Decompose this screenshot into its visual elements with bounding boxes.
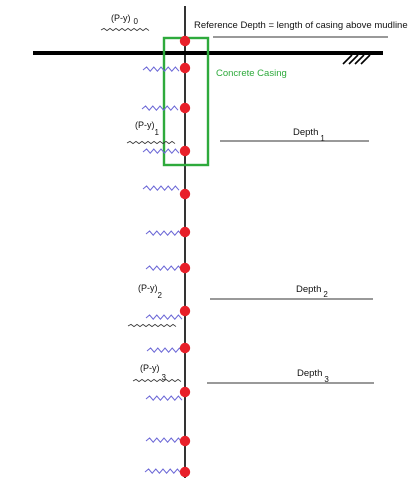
ground-hatch — [342, 54, 371, 65]
pile-node-2 — [179, 62, 191, 74]
pile-node-8 — [179, 305, 191, 317]
py-0-label: (P-y)0 — [111, 13, 139, 26]
spring-2 — [142, 66, 180, 72]
depth-1-label: Depth1 — [293, 127, 325, 143]
spring-7 — [145, 230, 183, 236]
reference-depth-label: Reference Depth = length of casing above… — [194, 20, 408, 31]
spring-3 — [141, 105, 179, 111]
springs-group — [100, 27, 184, 474]
spring-15 — [144, 468, 182, 474]
concrete-casing-label: Concrete Casing — [216, 68, 287, 79]
pile-node-6 — [179, 226, 191, 238]
pile-node-1 — [179, 35, 191, 47]
pile-node-11 — [179, 435, 191, 447]
spring-12 — [132, 378, 182, 383]
pile-node-9 — [179, 342, 191, 354]
pile-node-7 — [179, 262, 191, 274]
py-1-label: (P-y)1 — [135, 120, 160, 137]
spring-14 — [145, 437, 183, 443]
pile-node-12 — [179, 466, 191, 478]
py-2-label: (P-y)2 — [138, 283, 163, 300]
nodes-group — [179, 35, 191, 478]
spring-9 — [127, 323, 177, 328]
spring-4 — [126, 140, 176, 145]
depth-3-label: Depth3 — [297, 368, 329, 384]
spring-13 — [145, 395, 183, 401]
spring-8 — [145, 265, 183, 271]
spring-6 — [142, 185, 180, 191]
spring-5 — [142, 148, 180, 154]
pile-node-10 — [179, 386, 191, 398]
spring-1 — [100, 27, 150, 32]
pile-node-4 — [179, 145, 191, 157]
spring-11 — [146, 347, 184, 353]
py-3-label: (P-y)3 — [140, 363, 167, 382]
spring-10 — [145, 314, 183, 320]
pile-node-3 — [179, 102, 191, 114]
pile-node-5 — [179, 188, 191, 200]
